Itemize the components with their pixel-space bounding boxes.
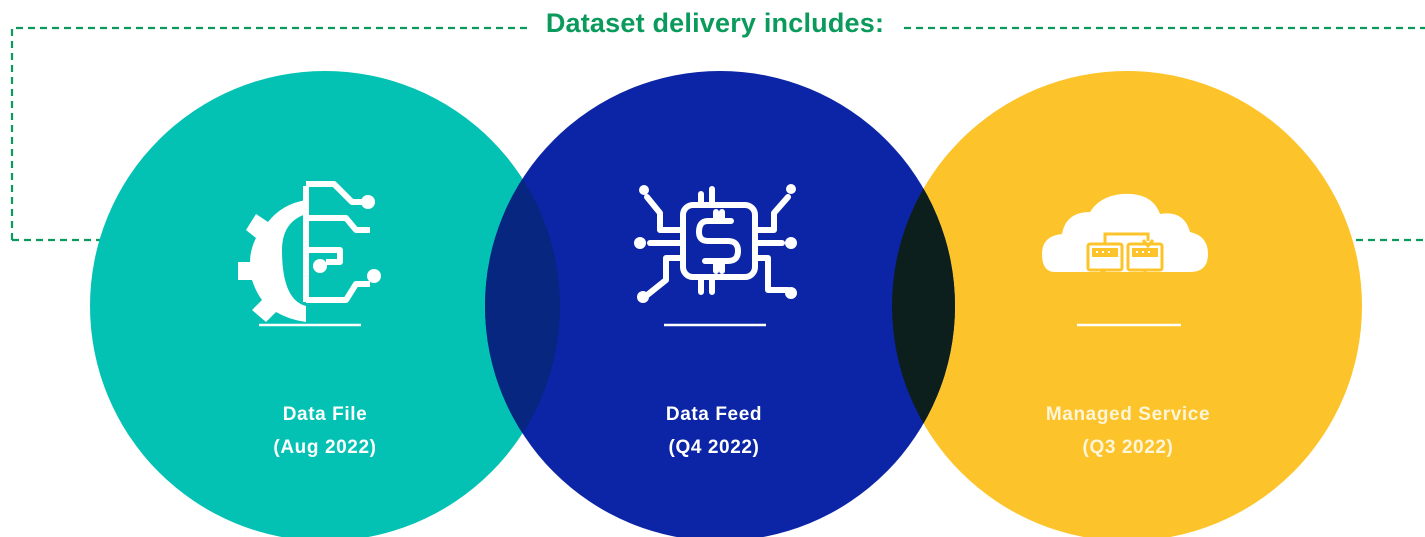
managed-service-circle: [892, 71, 1362, 537]
data-file-circle: [90, 71, 560, 537]
managed-service-label: Managed Service (Q3 2022): [978, 398, 1278, 464]
data-feed-circle: [485, 71, 955, 537]
gear-circuit-icon: [238, 180, 381, 322]
data-feed-title: Data Feed: [665, 404, 763, 425]
heading: Dataset delivery includes:: [530, 6, 900, 40]
data-feed-date: (Q4 2022): [668, 437, 760, 458]
data-feed-label: Data Feed (Q4 2022): [564, 398, 864, 464]
data-file-title: Data File: [282, 404, 368, 425]
cloud-server-icon: [1042, 193, 1208, 284]
data-file-date: (Aug 2022): [273, 437, 377, 458]
managed-service-title: Managed Service: [1045, 404, 1211, 425]
managed-service-date: (Q3 2022): [1082, 437, 1174, 458]
dollar-chip-icon: [634, 184, 797, 303]
data-file-label: Data File (Aug 2022): [175, 398, 475, 464]
